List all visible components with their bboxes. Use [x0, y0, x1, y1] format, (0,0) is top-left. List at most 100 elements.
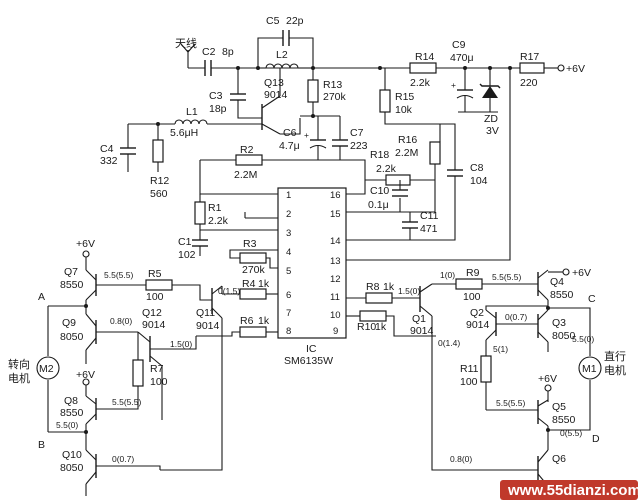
- v-q8: 5.5(5.5): [112, 397, 141, 407]
- r2-label: R2: [240, 144, 254, 156]
- q13-type: 9014: [264, 89, 288, 101]
- r8-value: 1k: [383, 281, 395, 293]
- resistor-r14: [409, 62, 437, 74]
- r4-label: R4: [242, 278, 256, 290]
- capacitor-c2: [204, 60, 212, 76]
- m1-desc-1: 直行: [604, 349, 626, 363]
- r1-label: R1: [208, 202, 222, 214]
- motor-m1: [578, 356, 602, 380]
- q7-label: Q7: [64, 266, 78, 278]
- v-q10: 0(0.7): [112, 454, 134, 464]
- q12-label: Q12: [142, 307, 162, 319]
- r9-label: R9: [466, 267, 480, 279]
- resistor-r11: [480, 355, 492, 383]
- l1-label: L1: [186, 106, 198, 118]
- r12-value: 560: [150, 188, 168, 200]
- svg-text:11: 11: [330, 292, 340, 303]
- r10-value: 1k: [375, 321, 387, 333]
- v-q4: 5.5(5.5): [492, 272, 521, 282]
- l2-label: L2: [276, 49, 288, 61]
- q2-type: 9014: [466, 319, 490, 331]
- transistor-q11: [211, 285, 223, 319]
- v-r11: 5(1): [493, 344, 508, 354]
- vcc-left-top: +6V: [76, 238, 95, 250]
- capacitor-c11: [402, 221, 418, 229]
- svg-text:15: 15: [330, 209, 341, 220]
- c10-label: C10: [370, 185, 389, 197]
- c1-value: 102: [178, 249, 196, 261]
- v-q6r: 0(5.5): [560, 428, 582, 438]
- c1-label: C1: [178, 236, 192, 248]
- r5-label: R5: [148, 268, 162, 280]
- resistor-r7: [132, 359, 144, 387]
- c5-value: 22p: [286, 15, 304, 27]
- ic-part: SM6135W: [284, 355, 333, 367]
- q11-type: 9014: [196, 320, 220, 332]
- node-b: B: [38, 439, 45, 451]
- q2-label: Q2: [470, 307, 484, 319]
- transistor-q10: [85, 449, 97, 485]
- transistor-q4: [537, 269, 549, 301]
- r7-value: 100: [150, 376, 168, 388]
- resistor-r4: [239, 288, 267, 300]
- r6-value: 1k: [258, 315, 270, 327]
- c10-value: 0.1μ: [368, 199, 389, 211]
- q7-type: 8550: [60, 279, 84, 291]
- r13-value: 270k: [323, 91, 347, 103]
- vcc-right-bottom: +6V: [538, 373, 557, 385]
- resistor-r6: [239, 326, 267, 338]
- c9-label: C9: [452, 39, 466, 51]
- v-q3b: 0(0.7): [505, 312, 527, 322]
- vcc-right: +6V: [572, 267, 591, 279]
- r3-value: 270k: [242, 264, 266, 276]
- svg-text:7: 7: [286, 308, 291, 319]
- svg-text:4: 4: [286, 247, 291, 258]
- c8-label: C8: [470, 162, 484, 174]
- ic-pins-right: 16 15 14 13 12 11 10 9: [330, 190, 341, 337]
- motor-m2: [36, 356, 60, 380]
- transistor-q5: [537, 399, 549, 427]
- r1-value: 2.2k: [208, 215, 229, 227]
- q5-label: Q5: [552, 401, 566, 413]
- c11-value: 471: [420, 223, 438, 235]
- vcc-terminal-left-top: [82, 250, 90, 258]
- v-q3: 5.5(0): [572, 334, 594, 344]
- q13-label: Q13: [264, 77, 284, 89]
- vcc-terminal: [557, 64, 565, 72]
- r5-value: 100: [146, 291, 164, 303]
- c4-value: 332: [100, 155, 118, 167]
- resistor-r13: [307, 79, 319, 103]
- vcc-terminal-right: [562, 268, 570, 276]
- capacitor-c4: [120, 147, 136, 155]
- svg-text:13: 13: [330, 256, 341, 267]
- v-r9: 1(0): [440, 270, 455, 280]
- capacitor-c6: +: [304, 130, 327, 149]
- r4-value: 1k: [258, 278, 270, 290]
- watermark-badge: [500, 480, 638, 500]
- q9-label: Q9: [62, 317, 76, 329]
- capacitor-c3: [230, 93, 246, 101]
- v-q12b: 1.5(0): [170, 339, 192, 349]
- vcc-terminal-right-bottom: [544, 384, 552, 392]
- v-q1: 1.5(0): [398, 286, 420, 296]
- c2-value: 8p: [222, 46, 234, 58]
- q8-label: Q8: [64, 395, 78, 407]
- resistor-r1: [194, 201, 206, 225]
- r2-value: 2.2M: [234, 169, 257, 181]
- q10-type: 8050: [60, 462, 84, 474]
- v-leftb: 5.5(0): [56, 420, 78, 430]
- q3-type: 8050: [552, 330, 576, 342]
- svg-text:+: +: [304, 130, 309, 140]
- r3-label: R3: [243, 238, 257, 250]
- q8-type: 8550: [60, 407, 84, 419]
- transistor-q1: [419, 283, 433, 317]
- m2-label: M2: [39, 363, 54, 375]
- c5-label: C5: [266, 15, 280, 27]
- resistor-r10: [359, 310, 387, 322]
- q5-type: 8550: [552, 414, 576, 426]
- m2-desc-1: 转向: [8, 357, 30, 371]
- zd-value: 3V: [486, 125, 499, 137]
- c6-value: 4.7μ: [279, 140, 300, 152]
- transistor-q13: [261, 68, 281, 135]
